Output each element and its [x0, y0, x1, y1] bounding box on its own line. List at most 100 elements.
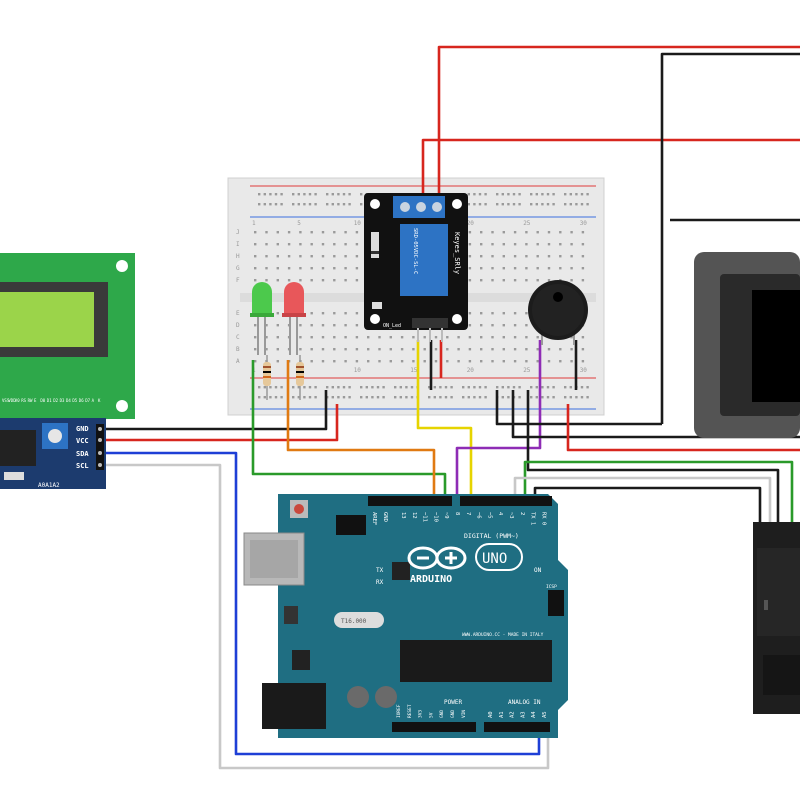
- wire-red-lcd-vcc: [104, 404, 339, 442]
- wire-black-sensor: [526, 390, 780, 525]
- lcd-header-pin-label: RW: [28, 398, 33, 403]
- arduino-analog-pin-label: A3: [520, 711, 526, 718]
- arduino-rx-label: RX: [376, 579, 384, 586]
- column-number: 1: [252, 220, 256, 227]
- lcd-header-pin-label: D7: [85, 398, 90, 403]
- lcd-header-pin-label: VSS: [2, 398, 10, 403]
- lcd-header-pin-label: E: [34, 398, 37, 403]
- lcd-header-pin-label: VDD: [8, 398, 16, 403]
- lcd-header-pin-label: V0: [15, 398, 20, 403]
- arduino-power-pin-label: VIN: [461, 710, 467, 718]
- wire-black-lcd-gnd: [104, 390, 328, 431]
- arduino-digital-label: DIGITAL (PWM~): [464, 532, 519, 540]
- wire-red-relay-top: [421, 138, 800, 206]
- arduino-analog-pin-label: A5: [542, 711, 548, 718]
- arduino-analog-pin-label: A2: [510, 711, 516, 718]
- arduino-digital-pin-label: 7: [465, 512, 471, 515]
- wire-green-led: [251, 360, 447, 506]
- lcd-i2c-pin-label: SCL: [76, 462, 89, 470]
- lcd-i2c-header-pins: [96, 424, 104, 470]
- column-number: 5: [297, 220, 301, 227]
- row-letter: H: [236, 253, 240, 260]
- row-letter: J: [236, 229, 240, 236]
- wire-blue-lcd-sda: [104, 451, 541, 756]
- arduino-power-pin-label: IOREF: [396, 704, 402, 718]
- arduino-digital-pin-label: 13: [400, 512, 406, 519]
- wire-green-d2: [523, 460, 794, 525]
- arduino-digital-pin-label: ~6: [476, 512, 482, 519]
- display-module: [694, 252, 800, 438]
- arduino-power-pin-label: RESET: [407, 704, 413, 718]
- lcd-header-pin-label: D5: [72, 398, 77, 403]
- arduino-digital-pin-label: 2: [519, 512, 525, 515]
- column-number: 30: [580, 367, 588, 374]
- lcd-header-pin-label: A: [92, 398, 95, 403]
- lcd-header-pin-label: D3: [60, 398, 65, 403]
- arduino-analog-label: ANALOG IN: [508, 699, 541, 706]
- column-number: 20: [467, 367, 475, 374]
- arduino-digital-pin-label: ~10: [432, 512, 438, 522]
- lcd-i2c-address-label: A0A1A2: [38, 482, 60, 489]
- column-number: 30: [580, 220, 588, 227]
- arduino-url-text: WWW.ARDUINO.CC - MADE IN ITALY: [462, 632, 544, 638]
- row-letter: I: [236, 241, 240, 248]
- arduino-power-pin-label: 3V3: [418, 710, 424, 718]
- sensor-module: [753, 522, 800, 714]
- arduino-digital-pin-label: 4: [497, 512, 503, 516]
- lcd-header-pin-label: D1: [47, 398, 52, 403]
- arduino-aref-label: AREF: [371, 512, 377, 525]
- wires: [104, 45, 800, 770]
- relay-model-text: SRD-05VDC-SL-C: [412, 228, 418, 274]
- arduino-on-label: ON: [534, 567, 542, 574]
- arduino-icsp-label: ICSP: [546, 584, 557, 590]
- lcd-i2c-pin-label: VCC: [76, 437, 89, 445]
- red-led: [282, 282, 306, 355]
- row-letter: C: [236, 334, 240, 341]
- wire-black-d4: [533, 486, 762, 525]
- row-letter: A: [236, 358, 240, 365]
- arduino-digital-pin-label: TX 1: [530, 512, 536, 525]
- lcd-header-pin-label: D4: [66, 398, 71, 403]
- arduino-power-pin-label: GND: [439, 710, 445, 718]
- arduino-digital-pin-label: 8: [454, 512, 460, 515]
- column-number: 25: [523, 367, 531, 374]
- lcd-header-pin-label: D6: [79, 398, 84, 403]
- wire-black-top-right: [660, 52, 800, 424]
- arduino-digital-pin-label: ~5: [486, 512, 492, 519]
- row-letter: D: [236, 322, 240, 329]
- arduino-digital-pin-label: RX 0: [540, 512, 546, 525]
- arduino-analog-pin-label: A0: [488, 711, 494, 718]
- column-number: 25: [523, 220, 531, 227]
- breadboard-bottom-rail: [258, 386, 589, 399]
- row-letter: G: [236, 265, 240, 272]
- arduino-digital-pin-label: ~9: [443, 512, 449, 519]
- arduino-power-label: POWER: [444, 699, 462, 706]
- column-number: 10: [354, 367, 362, 374]
- arduino-power-pin-label: GND: [450, 710, 456, 718]
- lcd-header-pin-label: D0: [40, 398, 45, 403]
- relay-brand-text: Keyes_SRly: [453, 232, 461, 274]
- resistor-red: [296, 355, 304, 400]
- lcd-header-pin-label: K: [98, 398, 101, 403]
- row-letter: F: [236, 277, 240, 284]
- column-number: 10: [354, 220, 362, 227]
- lcd-header-pin-label: D2: [53, 398, 58, 403]
- piezo-buzzer: [528, 280, 588, 345]
- green-led: [250, 282, 274, 355]
- arduino-digital-pin-label: 12: [411, 512, 417, 519]
- column-number: 20: [467, 220, 475, 227]
- arduino-digital-pin-label: ~3: [508, 512, 514, 519]
- arduino-analog-pin-label: A1: [499, 711, 505, 718]
- lcd-i2c-pin-label: GND: [76, 425, 89, 433]
- wire-red-bb-right: [566, 404, 800, 452]
- wire-purple-buzzer: [455, 340, 542, 506]
- arduino-model-text: UNO: [482, 551, 507, 567]
- arduino-crystal-text: T16.000: [341, 618, 367, 625]
- wire-red-relay-top-2: [437, 45, 800, 206]
